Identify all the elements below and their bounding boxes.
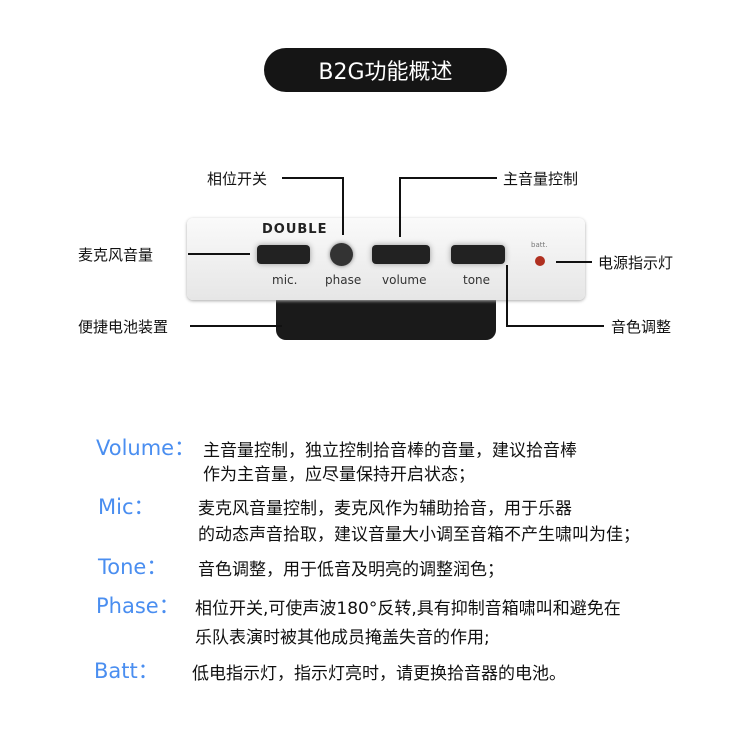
desc-mic-2: 的动态声音拾取，建议音量大小调至音箱不产生啸叫为佳；: [198, 525, 640, 545]
label-batt: Batt：: [94, 659, 159, 683]
label-mic: Mic：: [98, 495, 155, 519]
mic-label: mic.: [272, 273, 298, 287]
leader-line: [506, 265, 508, 327]
label-phase: Phase：: [96, 594, 180, 618]
volume-label: volume: [382, 273, 427, 287]
leader-line: [190, 325, 282, 327]
callout-phase: 相位开关: [207, 170, 268, 188]
callout-power: 电源指示灯: [598, 254, 674, 272]
callout-mic: 麦克风音量: [78, 246, 154, 264]
leader-line: [556, 261, 592, 263]
tone-label: tone: [463, 273, 491, 287]
desc-batt-1: 低电指示灯，指示灯亮时，请更换拾音器的电池。: [192, 664, 566, 684]
brand-logo: DOUBLE: [262, 222, 328, 237]
batt-label: batt.: [531, 241, 548, 249]
leader-line: [282, 177, 344, 179]
label-volume: Volume：: [96, 436, 196, 460]
leader-line: [188, 253, 250, 255]
desc-tone-1: 音色调整，用于低音及明亮的调整润色；: [198, 560, 504, 580]
desc-volume-1: 主音量控制，独立控制拾音棒的音量，建议拾音棒: [203, 441, 577, 461]
callout-tone: 音色调整: [611, 318, 672, 336]
label-tone: Tone：: [98, 555, 168, 579]
callout-volume: 主音量控制: [503, 170, 579, 188]
desc-phase-1: 相位开关,可使声波180°反转,具有抑制音箱啸叫和避免在: [195, 599, 621, 619]
volume-knob[interactable]: [372, 245, 430, 264]
tone-knob[interactable]: [451, 245, 505, 264]
title-banner: B2G功能概述: [264, 48, 507, 92]
title: B2G功能概述: [318, 60, 453, 85]
phase-label: phase: [325, 273, 362, 287]
desc-phase-2: 乐队表演时被其他成员掩盖失音的作用;: [195, 628, 490, 648]
leader-line: [399, 177, 401, 237]
phase-button[interactable]: [330, 243, 353, 266]
desc-volume-2: 作为主音量，应尽量保持开启状态；: [203, 465, 475, 485]
leader-line: [506, 325, 604, 327]
mic-knob[interactable]: [257, 245, 310, 264]
leader-line: [399, 177, 497, 179]
callout-battery: 便捷电池装置: [78, 318, 169, 336]
desc-mic-1: 麦克风音量控制，麦克风作为辅助拾音，用于乐器: [198, 499, 572, 519]
battery-led-icon: [535, 256, 545, 266]
leader-line: [342, 177, 344, 235]
